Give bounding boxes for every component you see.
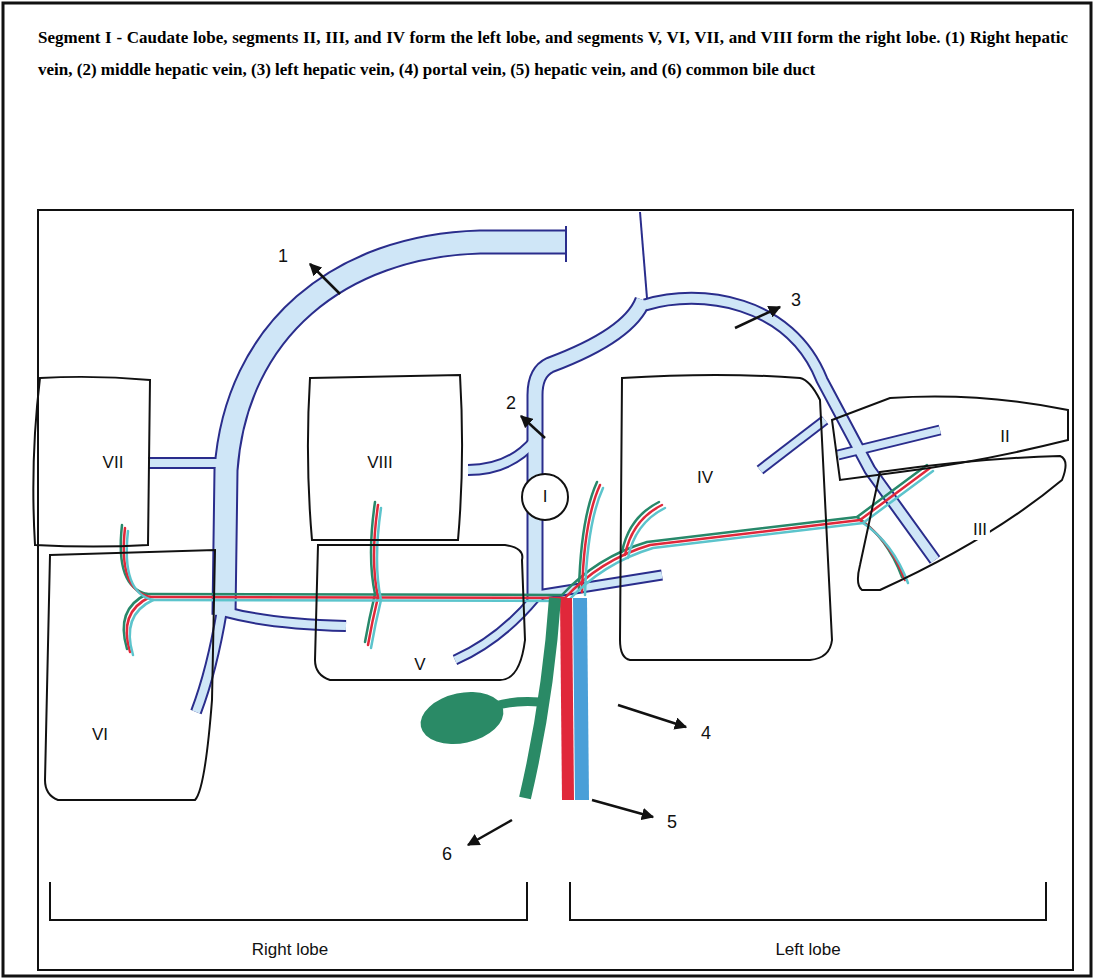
vein-branch [760, 420, 825, 470]
left-hepatic-vein [645, 298, 935, 560]
segment-number: V [411, 655, 428, 675]
right-hepatic-vein [224, 242, 566, 615]
figure-title: Segment I - Caudate lobe, segments II, I… [38, 22, 1068, 86]
gallbladder [416, 685, 509, 751]
inner-frame [38, 210, 1073, 970]
vein-branch [838, 430, 940, 455]
segment-outline-shape [308, 375, 462, 540]
artery-branches [124, 468, 930, 652]
liver-segment: II [828, 388, 1072, 484]
outer-frame [3, 3, 1091, 976]
vein-branch [760, 420, 825, 470]
callout-number: 2 [504, 393, 518, 413]
segment-number: VII [100, 453, 127, 473]
vein-branch [148, 457, 224, 469]
portal-branches [127, 471, 933, 655]
portal-triad [121, 465, 933, 655]
segment-outline [616, 370, 836, 664]
segment-outline-shape [832, 397, 1068, 481]
vein-branch [226, 612, 346, 626]
lobe-bracket [50, 882, 527, 920]
callout-arrow [618, 705, 686, 727]
lobe-label: Left lobe [773, 940, 842, 960]
liver-segment: V [311, 541, 529, 684]
callout-number: 3 [789, 290, 803, 310]
liver-segment: VI [41, 546, 219, 804]
right-hepatic-vein [224, 242, 566, 615]
callout-arrow [468, 820, 512, 845]
lobe-bracket [570, 882, 1046, 920]
callout-number: 1 [276, 246, 290, 266]
callout-arrow [592, 800, 653, 817]
liver-segment: VIII [302, 370, 470, 545]
vein-branch [148, 459, 224, 467]
segment-number: IV [694, 468, 716, 488]
middle-hepatic-vein [535, 300, 643, 600]
callout-arrow [735, 307, 780, 328]
callout-number: 6 [440, 844, 454, 864]
callout-arrow [521, 416, 545, 438]
segment-outline-shape [315, 545, 525, 680]
segment-number: VIII [364, 453, 396, 473]
callout-number: 4 [699, 723, 713, 743]
vein-branch [468, 440, 535, 470]
segment-outline-shape [33, 377, 150, 547]
portal-vein-trunk [580, 598, 582, 800]
artery-trunk [566, 598, 568, 800]
caudate-segment: I [515, 467, 575, 527]
segment-number: III [970, 520, 990, 540]
segment-outline [828, 388, 1072, 484]
vena-cava-line [640, 212, 647, 298]
callout-number: 5 [665, 812, 679, 832]
segment-outline-shape [620, 375, 832, 660]
vein-branch [196, 610, 222, 712]
cystic-duct [495, 702, 540, 707]
segment-number: I [540, 487, 551, 507]
middle-hepatic-vein [535, 300, 643, 600]
segment-number: VI [89, 725, 111, 745]
vein-branch [196, 610, 222, 712]
vein-branch [537, 575, 662, 595]
segment-outline [41, 546, 219, 804]
segment-number: II [997, 427, 1012, 447]
liver-segment: III [852, 452, 1072, 594]
segment-outline [852, 452, 1072, 594]
liver-segment: VII [26, 370, 158, 552]
callout-arrows [310, 264, 780, 845]
lobe-label: Right lobe [250, 940, 331, 960]
hepatic-vein-fill [148, 242, 940, 712]
segment-outline-shape [522, 474, 568, 520]
segment-outline [26, 370, 158, 552]
segment-outline-shape [45, 550, 215, 800]
vein-branch [537, 575, 662, 595]
callout-arrow [310, 264, 340, 294]
vein-branch [226, 612, 346, 626]
liver-segment: IV [616, 370, 836, 664]
hepatic-vein-outline [148, 242, 940, 712]
vein-branch [468, 440, 535, 470]
vena-cava-cut [565, 226, 567, 262]
segment-outline-shape [858, 456, 1066, 590]
left-hepatic-vein [645, 298, 935, 560]
